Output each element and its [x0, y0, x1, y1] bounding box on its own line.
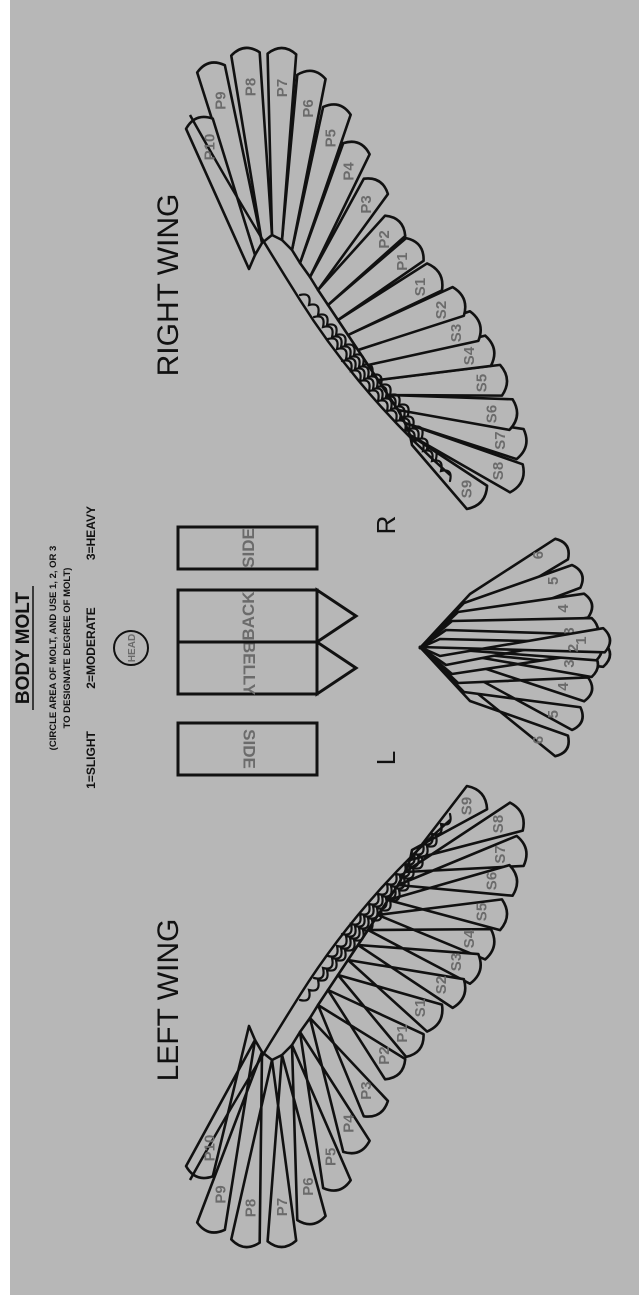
- left-wing-label-s4: S4: [461, 929, 478, 948]
- tail-label-left-4: 4: [555, 682, 572, 691]
- right-wing-label-s7: S7: [492, 431, 509, 449]
- left-wing-label-p9: P9: [212, 1185, 229, 1203]
- right-wing-label-s2: S2: [433, 301, 450, 319]
- right-side-area[interactable]: SIDE: [178, 527, 317, 569]
- head-label: HEAD: [127, 634, 138, 662]
- right-wing-label-p4: P4: [340, 162, 357, 181]
- legend-moderate: 2=MODERATE: [84, 607, 98, 688]
- right-wing-label-p3: P3: [358, 195, 375, 213]
- back-label: BACK: [239, 591, 258, 641]
- back-area[interactable]: BACK: [178, 590, 356, 642]
- left-wing-label-s8: S8: [490, 815, 507, 833]
- right-wing-label-p2: P2: [376, 230, 393, 248]
- left-wing-label-s6: S6: [484, 872, 501, 890]
- right-wing-label-p1: P1: [394, 252, 411, 270]
- right-wing-label-p9: P9: [212, 91, 229, 109]
- instructions-line-2: TO DESIGNATE DEGREE OF MOLT): [62, 568, 73, 729]
- body-molt-title: BODY MOLT: [13, 591, 34, 704]
- left-wing-label-p10: P10: [201, 1135, 218, 1162]
- legend-heavy: 3=HEAVY: [84, 506, 98, 560]
- left-wing-label-p5: P5: [322, 1148, 339, 1166]
- right-wing-title: RIGHT WING: [152, 194, 185, 377]
- right-wing-label-p8: P8: [242, 78, 259, 96]
- right-marker: R: [371, 516, 401, 535]
- left-wing-label-p6: P6: [300, 1177, 317, 1195]
- left-wing-label-s3: S3: [448, 953, 465, 971]
- left-wing-label-p3: P3: [358, 1081, 375, 1099]
- left-wing-title: LEFT WING: [152, 919, 185, 1082]
- belly-label: BELLY: [240, 641, 259, 696]
- left-wing-label-p2: P2: [376, 1046, 393, 1064]
- right-wing-label-s1: S1: [412, 278, 429, 296]
- right-wing-label-s3: S3: [448, 324, 465, 342]
- legend-slight: 1=SLIGHT: [84, 730, 98, 788]
- left-marker: L: [371, 751, 401, 765]
- belly-area[interactable]: BELLY: [178, 641, 356, 696]
- right-wing-label-p6: P6: [300, 99, 317, 117]
- tail-label-left-2: 2: [565, 644, 582, 652]
- instructions-line-1: (CIRCLE AREA OF MOLT, AND USE 1, 2, OR 3: [48, 546, 59, 751]
- tail-label-right-5: 5: [545, 577, 562, 585]
- tail-label-left-1: 1: [573, 636, 590, 644]
- left-wing-label-s1: S1: [412, 999, 429, 1017]
- left-wing-label-s2: S2: [433, 976, 450, 994]
- right-side-label: SIDE: [239, 528, 258, 568]
- right-wing-label-p7: P7: [274, 79, 291, 97]
- tail-label-left-3: 3: [561, 659, 578, 667]
- right-wing-label-s4: S4: [461, 346, 478, 365]
- left-side-label: SIDE: [240, 729, 259, 769]
- left-wing-label-p7: P7: [274, 1198, 291, 1216]
- left-side-area[interactable]: SIDE: [178, 723, 317, 775]
- tail-label-right-6: 6: [530, 551, 547, 559]
- tail-label-left-5: 5: [545, 710, 562, 718]
- right-wing-label-s9: S9: [458, 480, 475, 498]
- right-wing-label-s6: S6: [484, 405, 501, 423]
- left-wing-label-p1: P1: [394, 1024, 411, 1042]
- right-wing-label-s5: S5: [474, 374, 491, 392]
- right-wing-label-s8: S8: [490, 462, 507, 480]
- left-wing-label-s9: S9: [458, 797, 475, 815]
- left-wing-label-p4: P4: [340, 1114, 357, 1133]
- tail-label-left-6: 6: [530, 736, 547, 744]
- left-wing-label-p8: P8: [242, 1199, 259, 1217]
- left-wing-label-s7: S7: [492, 845, 509, 863]
- right-wing-label-p5: P5: [322, 129, 339, 147]
- left-wing-label-s5: S5: [474, 903, 491, 921]
- tail-label-right-4: 4: [555, 604, 572, 613]
- right-wing-label-p10: P10: [201, 134, 218, 161]
